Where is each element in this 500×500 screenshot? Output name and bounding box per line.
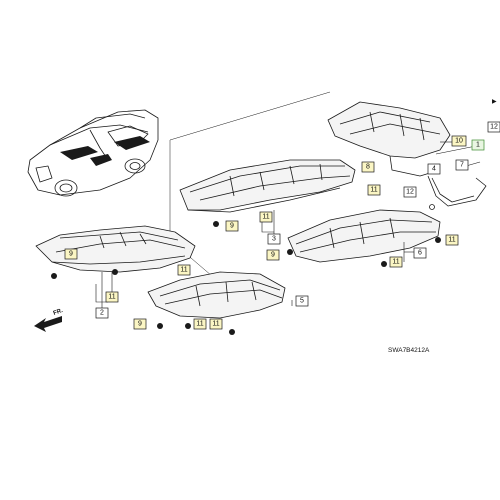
svg-text:1: 1 [476, 142, 480, 149]
right-floor-cover-part [287, 209, 441, 267]
svg-text:11: 11 [392, 259, 399, 266]
svg-text:10: 10 [455, 138, 463, 145]
callout-11: 11 [259, 211, 273, 223]
callout-1: 1 [471, 139, 485, 151]
svg-text:5: 5 [300, 298, 304, 305]
callout-5: 5 [295, 295, 309, 307]
undercover-center-highlight [90, 154, 112, 166]
center-under-cover-part [179, 159, 356, 227]
callout-9: 9 [266, 249, 280, 261]
rear-under-cover-part [327, 101, 451, 177]
svg-text:11: 11 [448, 237, 455, 244]
callout-11: 11 [389, 256, 403, 268]
svg-text:11: 11 [196, 321, 203, 328]
callout-9: 9 [64, 248, 78, 260]
svg-text:8: 8 [366, 164, 370, 171]
svg-text:4: 4 [432, 166, 436, 173]
callout-11: 11 [445, 234, 459, 246]
callout-2: 2 [95, 307, 109, 319]
svg-text:12: 12 [490, 124, 498, 131]
svg-text:9: 9 [138, 321, 142, 328]
lower-under-cover-part [147, 271, 286, 335]
callout-9: 9 [225, 220, 239, 232]
svg-text:11: 11 [212, 321, 219, 328]
callout-12: 12 [403, 186, 417, 198]
svg-text:2: 2 [100, 310, 104, 317]
undercover-rear-highlight [114, 136, 150, 150]
callout-6: 6 [413, 247, 427, 259]
svg-text:9: 9 [271, 252, 275, 259]
vehicle-illustration [27, 109, 159, 197]
corner-mark: ▶ [492, 99, 497, 105]
svg-text:9: 9 [69, 251, 73, 258]
front-label: FR. [53, 308, 64, 317]
callout-8: 8 [361, 161, 375, 173]
svg-text:11: 11 [108, 294, 115, 301]
svg-text:6: 6 [418, 250, 422, 257]
callout-12: 12 [487, 121, 500, 133]
callout-11: 11 [209, 318, 223, 330]
svg-text:12: 12 [406, 189, 414, 196]
svg-text:11: 11 [180, 267, 187, 274]
callout-9: 9 [133, 318, 147, 330]
callout-11: 11 [193, 318, 207, 330]
bracket-part [427, 175, 487, 210]
callout-7: 7 [455, 159, 469, 171]
callout-4: 4 [427, 163, 441, 175]
svg-text:7: 7 [460, 162, 464, 169]
svg-text:11: 11 [262, 214, 269, 221]
front-direction-arrow: FR. [34, 308, 64, 332]
callout-10: 10 [451, 135, 467, 147]
callout-11: 11 [177, 264, 191, 276]
undercover-front-highlight [60, 146, 98, 160]
callout-11: 11 [105, 291, 119, 303]
callout-11: 11 [367, 184, 381, 196]
leader-lines [95, 141, 481, 308]
diagram-code: SWA7B4212A [388, 347, 430, 354]
front-under-cover-part [35, 225, 196, 279]
svg-text:9: 9 [230, 223, 234, 230]
svg-text:3: 3 [272, 236, 276, 243]
svg-text:11: 11 [370, 187, 377, 194]
callout-3: 3 [267, 233, 281, 245]
